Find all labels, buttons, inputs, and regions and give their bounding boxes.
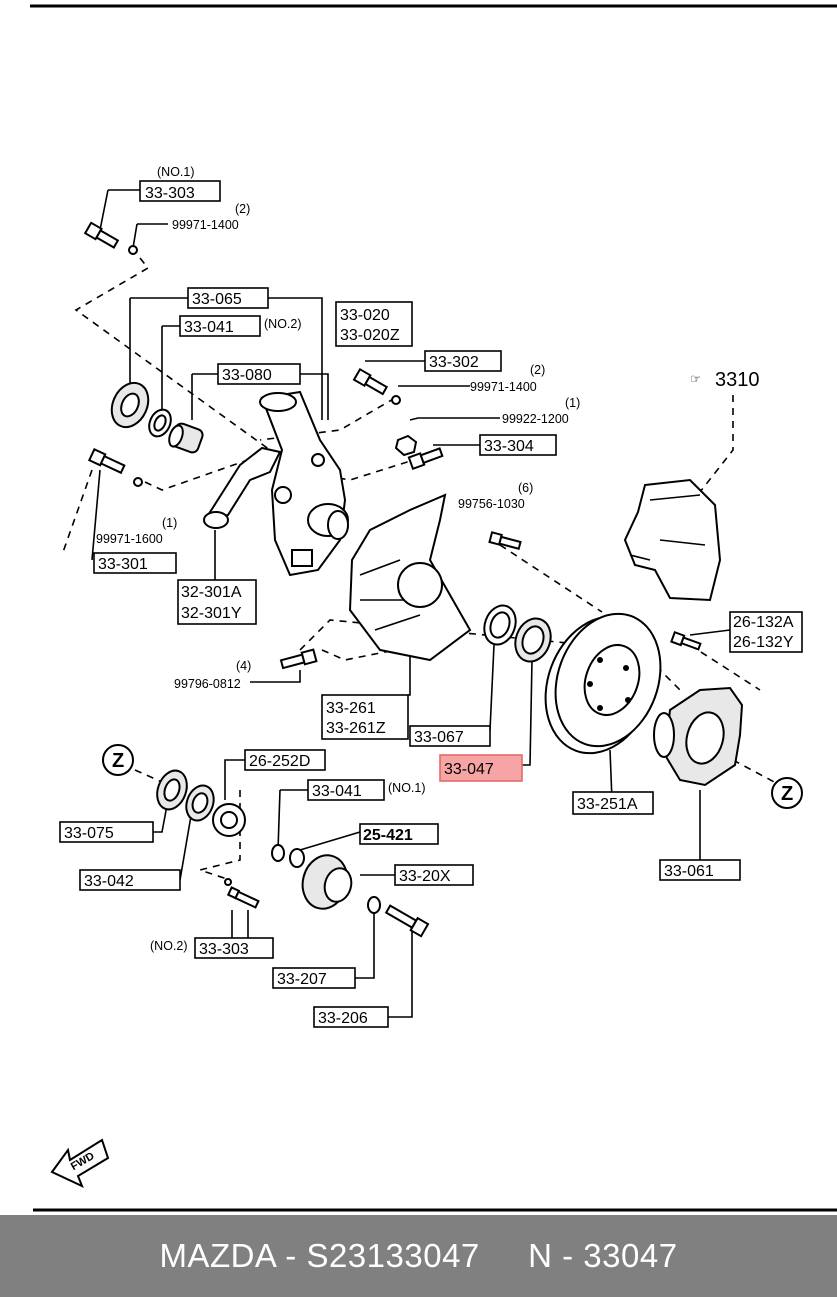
bolt-26-132A [670, 630, 702, 651]
label-qty-2-top: (2) [235, 202, 250, 216]
label-99971-1400-a: 99971-1400 [172, 218, 239, 232]
label-33-080: 33-080 [222, 367, 272, 384]
label-33-020: 33-020 [340, 307, 390, 324]
label-33-020z: 33-020Z [340, 327, 400, 344]
disc-rotor-33-251A [544, 612, 662, 755]
label-33-047: 33-047 [444, 761, 494, 778]
washer-99971-1600 [133, 477, 143, 487]
label-boxes [59, 180, 803, 1028]
label-99756-1030: 99756-1030 [458, 497, 525, 511]
bearing-33-047 [514, 617, 552, 663]
label-99971-1600: 99971-1600 [96, 532, 163, 546]
label-33-041-bottom: 33-041 [312, 783, 362, 800]
label-33-061: 33-061 [664, 863, 714, 880]
label-33-301: 33-301 [98, 556, 148, 573]
bushing-33-080 [168, 422, 204, 454]
label-32-301y: 32-301Y [181, 605, 242, 622]
label-qty-1-a: (1) [565, 396, 580, 410]
bolt-33-301 [87, 447, 126, 475]
label-99971-1400-b: 99971-1400 [470, 380, 537, 394]
label-33-251a: 33-251A [577, 796, 638, 813]
label-z-left: Z [112, 750, 124, 772]
nut-99922-1200 [394, 434, 418, 457]
washer-99971-1400-b [391, 395, 401, 405]
footer-part-text: MAZDA - S23133047 N - 33047 [159, 1237, 678, 1274]
label-33-207: 33-207 [277, 971, 327, 988]
label-no2-bottom: (NO.2) [150, 939, 188, 953]
label-33-303-top: 33-303 [145, 185, 195, 202]
label-qty-1-b: (1) [162, 516, 177, 530]
label-33-20x: 33-20X [399, 868, 451, 885]
label-no1-bottom: (NO.1) [388, 781, 426, 795]
knuckle-33-020 [259, 390, 349, 577]
z-marker-left [102, 744, 134, 776]
label-26-132y: 26-132Y [733, 634, 794, 651]
label-33-261z: 33-261Z [326, 720, 386, 737]
label-33-075: 33-075 [64, 825, 114, 842]
label-26-132a: 26-132A [733, 614, 794, 631]
footer-bar: MAZDA - S23133047 N - 33047 [0, 1215, 837, 1297]
label-33-065: 33-065 [192, 291, 242, 308]
lock-washer-26-252D [212, 803, 246, 837]
label-33-304: 33-304 [484, 438, 534, 455]
arm-32-301A [202, 446, 282, 529]
hub-flange-33-20X [301, 854, 353, 910]
snap-ring-25-421 [289, 848, 305, 868]
washer-99971-1400-a [128, 245, 138, 255]
label-25-421: 25-421 [363, 827, 413, 844]
bolt-99796-0812 [279, 648, 318, 670]
part-drawings: ☞ [50, 221, 744, 1188]
label-no2-top: (NO.2) [264, 317, 302, 331]
washer-bottom [224, 878, 232, 886]
caliper-arrow-icon: ☞ [690, 372, 701, 386]
bolt-99756-1030 [488, 531, 522, 551]
washer-33-207 [367, 896, 381, 914]
z-marker-right [771, 777, 803, 809]
label-qty-4: (4) [236, 659, 251, 673]
label-99796-0812: 99796-0812 [174, 677, 241, 691]
bolt-33-303-bottom [226, 886, 260, 909]
label-z-right: Z [781, 783, 793, 805]
label-33-041-top: 33-041 [184, 319, 234, 336]
bolt-33-304 [407, 447, 444, 471]
label-33-261: 33-261 [326, 700, 376, 717]
bolt-33-302 [352, 367, 389, 396]
label-33-067: 33-067 [414, 729, 464, 746]
highlight-33-047 [439, 754, 523, 782]
label-33-303-bottom: 33-303 [199, 941, 249, 958]
label-32-301a: 32-301A [181, 584, 242, 601]
label-33-302: 33-302 [429, 354, 479, 371]
caliper-3310 [623, 478, 722, 602]
ring-33-041-bottom [271, 844, 285, 862]
label-33-206: 33-206 [318, 1010, 368, 1027]
label-99922-1200: 99922-1200 [502, 412, 569, 426]
label-33-042: 33-042 [84, 873, 134, 890]
hub-33-061 [653, 686, 744, 787]
label-26-252d: 26-252D [249, 753, 310, 770]
fwd-arrow-icon [50, 1138, 110, 1188]
bolt-33-303-top [83, 221, 120, 249]
label-3310: 3310 [715, 369, 760, 391]
label-qty-6: (6) [518, 481, 533, 495]
label-qty-2-b: (2) [530, 363, 545, 377]
bolt-33-206 [384, 904, 430, 938]
leader-lines [91, 189, 731, 1018]
dust-shield-33-261 [348, 493, 472, 662]
labels: (NO.1) 33-303 (2) 99971-1400 33-065 33-0… [64, 165, 794, 1173]
label-no1-top: (NO.1) [157, 165, 195, 179]
